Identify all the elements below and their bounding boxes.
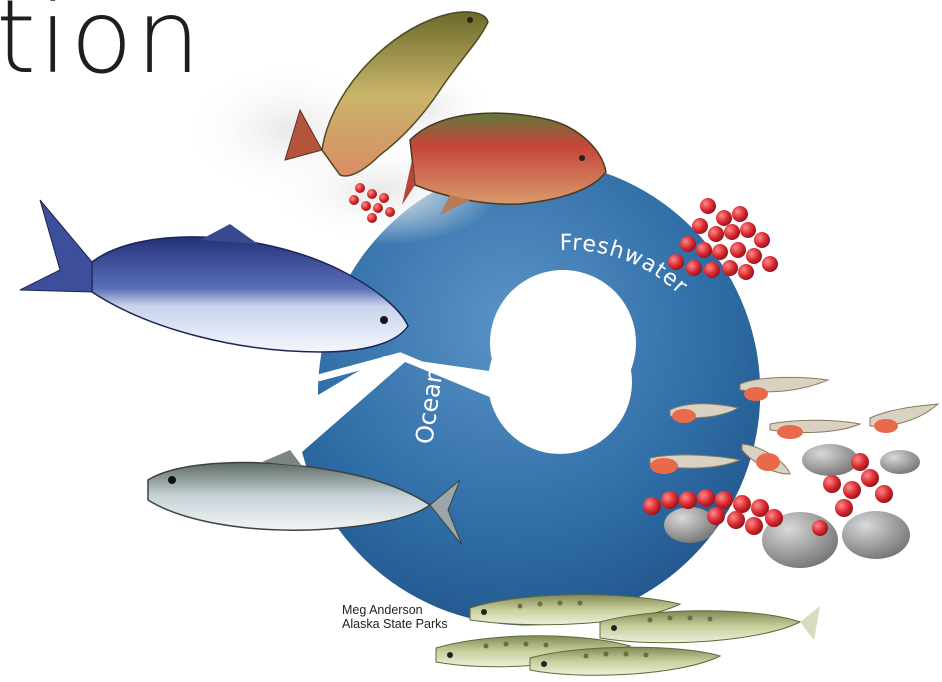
image-credit: Meg Anderson Alaska State Parks — [342, 603, 448, 631]
credit-organization: Alaska State Parks — [342, 617, 448, 631]
credit-author: Meg Anderson — [342, 603, 448, 617]
fry-group-icon — [436, 595, 820, 676]
